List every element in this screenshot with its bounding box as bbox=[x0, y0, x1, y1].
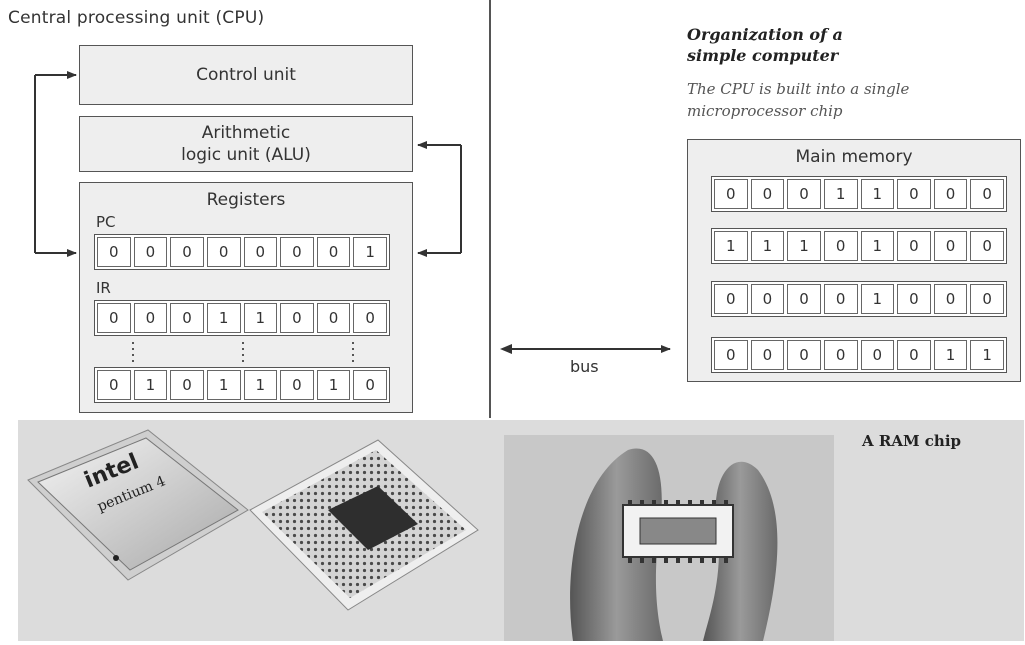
alu-label-line2: logic unit (ALU) bbox=[181, 145, 311, 165]
ram-chip-caption: A RAM chip bbox=[862, 432, 962, 450]
bit-cell: 0 bbox=[97, 370, 131, 400]
registers-title: Registers bbox=[206, 190, 286, 210]
organization-subtitle-line2: microprocessor chip bbox=[687, 102, 843, 120]
bit-cell: 1 bbox=[353, 237, 387, 267]
bit-cell: 1 bbox=[860, 284, 895, 314]
bit-cell: 0 bbox=[133, 237, 168, 267]
bit-cell: 0 bbox=[750, 340, 785, 370]
alu-box: Arithmetic logic unit (ALU) bbox=[79, 116, 413, 172]
bit-cell: 1 bbox=[206, 370, 241, 400]
bit-cell: 0 bbox=[897, 231, 931, 261]
ram-chip-photo bbox=[504, 435, 834, 641]
bit-cell: 1 bbox=[787, 231, 821, 261]
bit-cell: 0 bbox=[750, 179, 785, 209]
bit-cell: 0 bbox=[97, 237, 131, 267]
bit-cell: 0 bbox=[933, 231, 968, 261]
bit-cell: 0 bbox=[897, 179, 931, 209]
bit-cell: 0 bbox=[787, 340, 821, 370]
bit-cell: 0 bbox=[170, 370, 204, 400]
bit-cell: 0 bbox=[970, 179, 1004, 209]
bit-cell: 0 bbox=[316, 303, 351, 333]
pc-label: PC bbox=[96, 213, 116, 231]
bit-cell: 1 bbox=[860, 179, 895, 209]
bit-cell: 1 bbox=[714, 231, 748, 261]
bit-cell: 0 bbox=[933, 179, 968, 209]
bit-cell: 1 bbox=[750, 231, 785, 261]
bit-cell: 0 bbox=[353, 303, 387, 333]
main-memory-title: Main memory bbox=[795, 147, 913, 167]
bit-cell: 1 bbox=[243, 303, 278, 333]
pentium-chip-pins-image bbox=[249, 439, 479, 611]
bit-cell: 1 bbox=[243, 370, 278, 400]
photo-strip: intel pentium 4 bbox=[18, 420, 1024, 641]
organization-title-line2: simple computer bbox=[687, 46, 839, 65]
bus-label: bus bbox=[570, 357, 599, 376]
bit-cell: 1 bbox=[933, 340, 968, 370]
bus-arrow bbox=[500, 344, 671, 354]
bit-cell: 0 bbox=[897, 284, 931, 314]
bit-cell: 0 bbox=[280, 370, 314, 400]
bit-cell: 1 bbox=[206, 303, 241, 333]
alu-label-line1: Arithmetic bbox=[201, 123, 291, 143]
bit-cell: 0 bbox=[714, 179, 748, 209]
bit-cell: 0 bbox=[206, 237, 241, 267]
bit-cell: 0 bbox=[353, 370, 387, 400]
pentium-chip-image: intel pentium 4 bbox=[27, 429, 249, 581]
cpu-title: Central processing unit (CPU) bbox=[8, 8, 265, 28]
bit-cell: 0 bbox=[243, 237, 278, 267]
bit-cell: 0 bbox=[860, 340, 895, 370]
bit-cell: 0 bbox=[714, 284, 748, 314]
bit-cell: 1 bbox=[133, 370, 168, 400]
bit-cell: 0 bbox=[897, 340, 931, 370]
organization-title-line1: Organization of a bbox=[687, 25, 843, 44]
bit-cell: 0 bbox=[970, 284, 1004, 314]
control-unit-box: Control unit bbox=[79, 45, 413, 105]
bit-cell: 0 bbox=[316, 237, 351, 267]
organization-subtitle-line1: The CPU is built into a single bbox=[687, 80, 910, 98]
bit-cell: 0 bbox=[823, 231, 858, 261]
control-unit-label: Control unit bbox=[196, 65, 296, 85]
bit-cell: 1 bbox=[823, 179, 858, 209]
bit-cell: 0 bbox=[97, 303, 131, 333]
bit-cell: 1 bbox=[970, 340, 1004, 370]
bit-cell: 0 bbox=[280, 303, 314, 333]
bit-cell: 0 bbox=[970, 231, 1004, 261]
bit-cell: 1 bbox=[316, 370, 351, 400]
register-dots bbox=[132, 342, 354, 362]
bit-cell: 0 bbox=[133, 303, 168, 333]
organization-title: Organization of a simple computer bbox=[687, 24, 843, 66]
bit-cell: 0 bbox=[280, 237, 314, 267]
ir-label: IR bbox=[96, 279, 111, 297]
bit-cell: 0 bbox=[787, 179, 821, 209]
bit-cell: 0 bbox=[170, 237, 204, 267]
bit-cell: 0 bbox=[170, 303, 204, 333]
bit-cell: 0 bbox=[933, 284, 968, 314]
bit-cell: 0 bbox=[714, 340, 748, 370]
divider-line bbox=[489, 0, 491, 418]
left-loop-arrow bbox=[34, 71, 77, 257]
bit-cell: 1 bbox=[860, 231, 895, 261]
bit-cell: 0 bbox=[823, 284, 858, 314]
bit-cell: 0 bbox=[823, 340, 858, 370]
organization-subtitle: The CPU is built into a single microproc… bbox=[687, 78, 909, 122]
bit-cell: 0 bbox=[750, 284, 785, 314]
right-loop-arrow bbox=[417, 141, 462, 257]
bit-cell: 0 bbox=[787, 284, 821, 314]
photo-illustrations: intel pentium 4 bbox=[27, 429, 834, 641]
